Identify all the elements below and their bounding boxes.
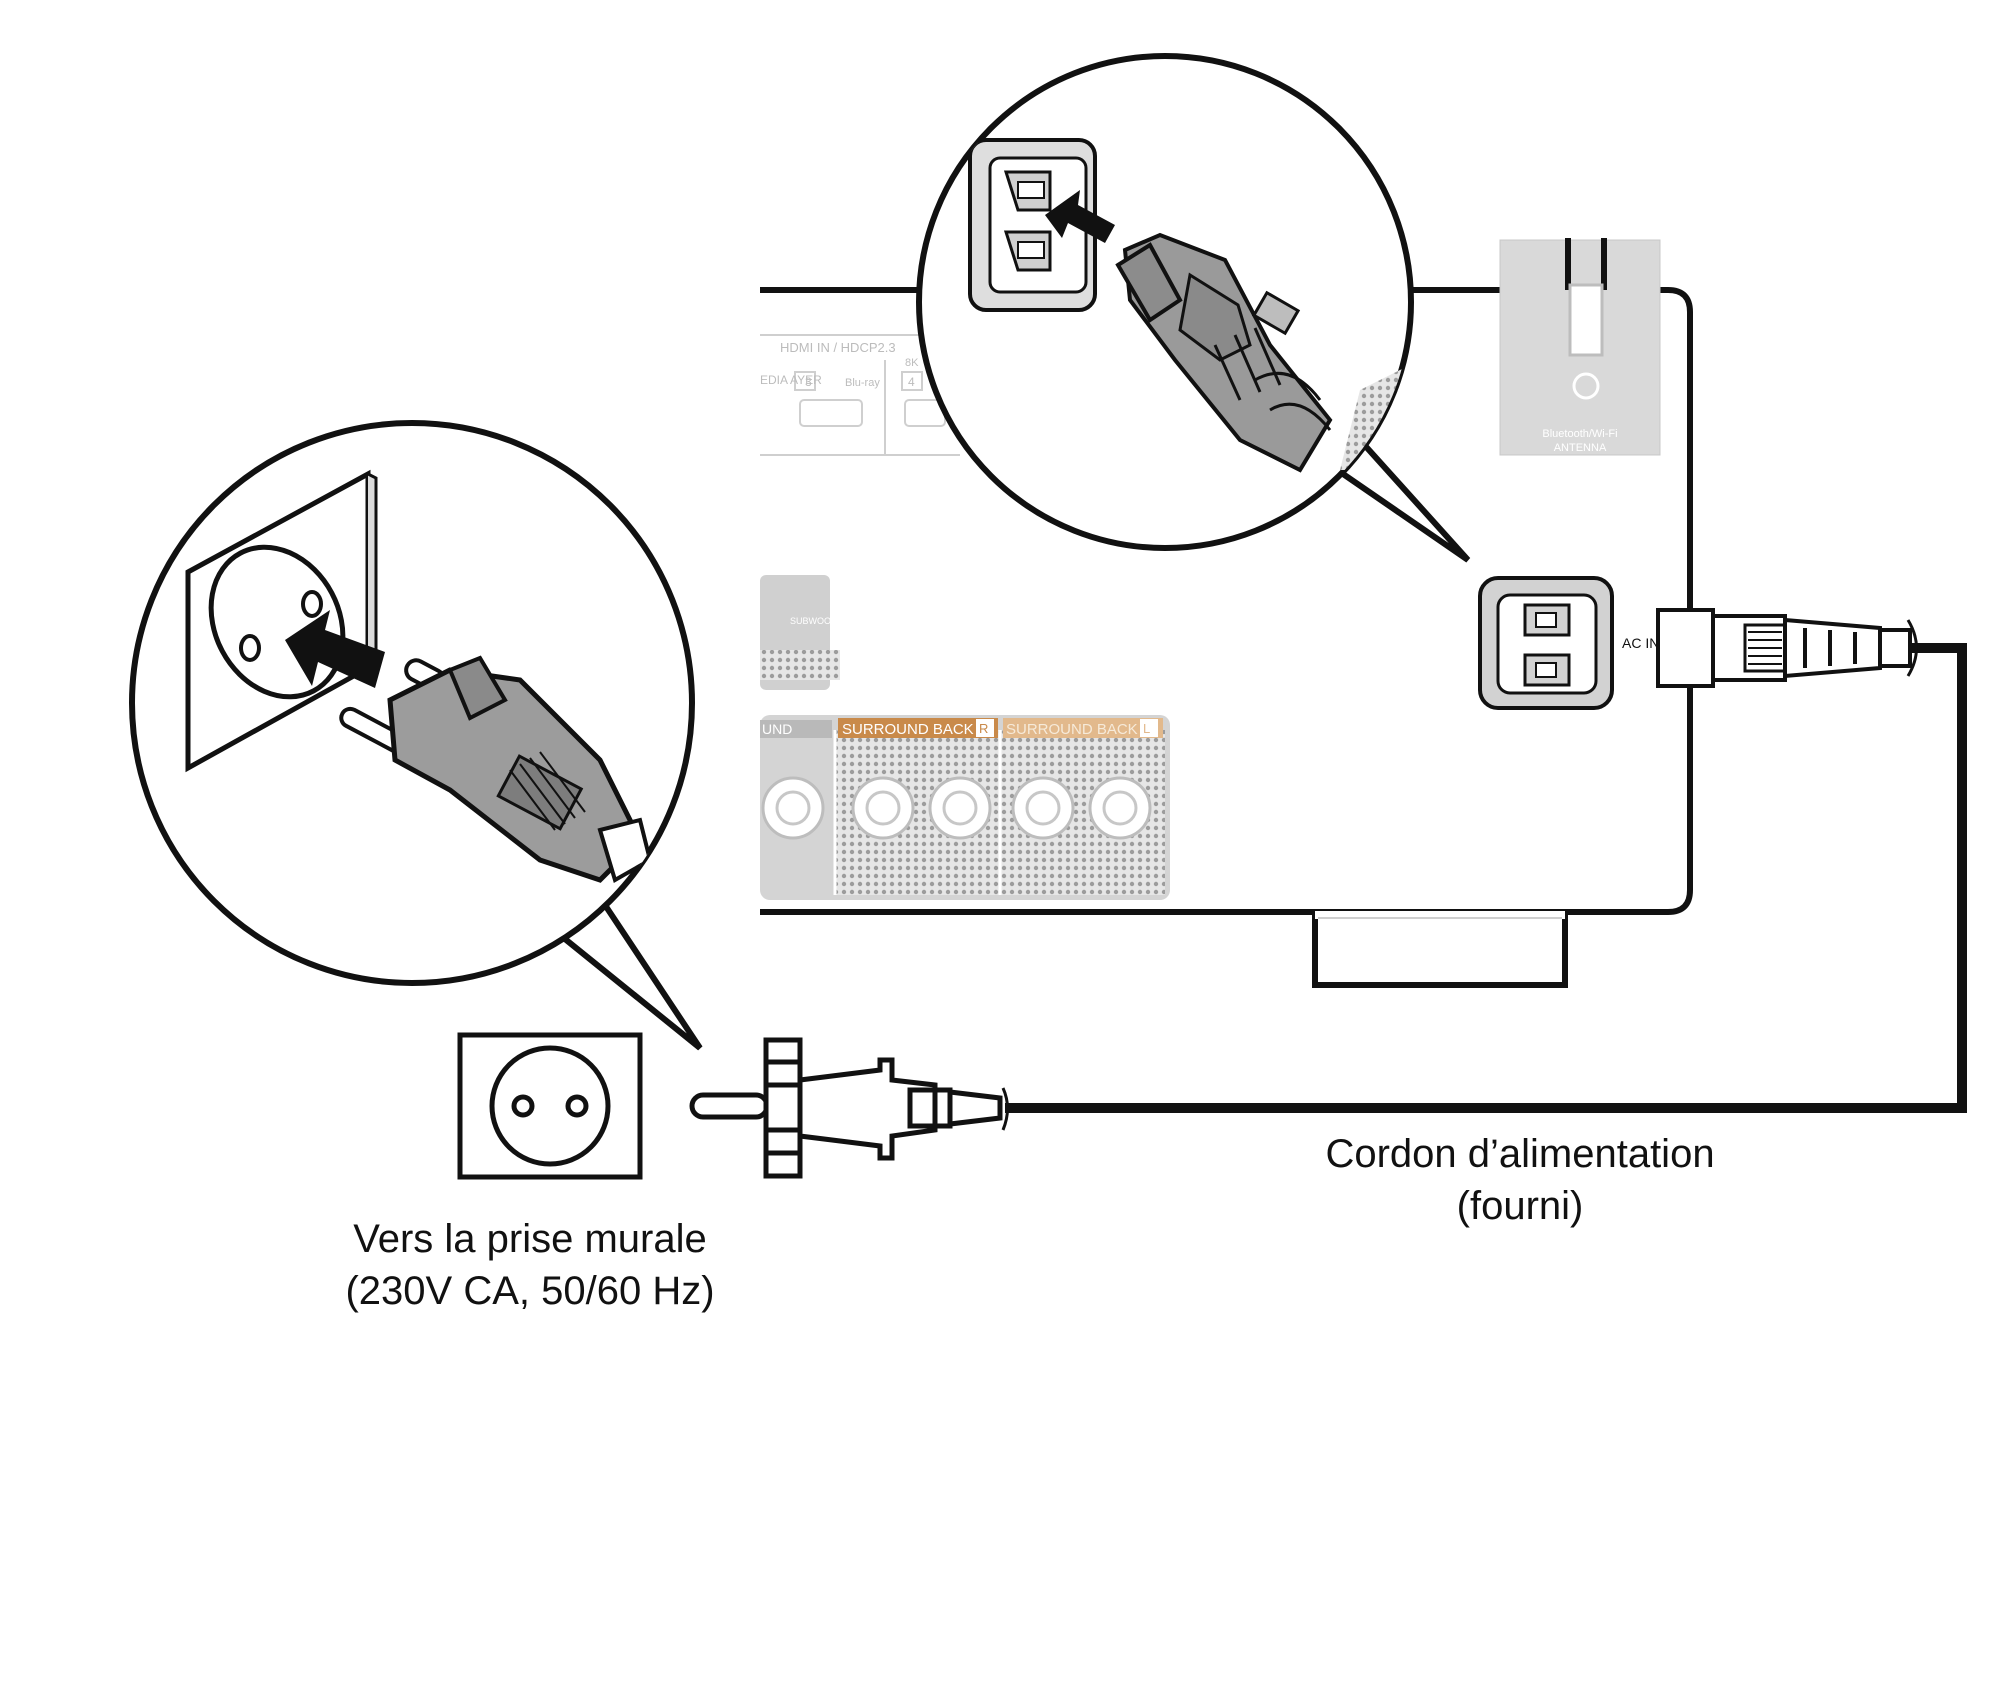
receiver-foot	[1312, 915, 1568, 988]
power-cord-caption-line1: Cordon d’alimentation	[1325, 1132, 1715, 1176]
speaker-post-icon	[851, 776, 915, 840]
hdmi-input-fragment	[760, 334, 960, 456]
speaker-post-icon	[761, 776, 825, 840]
surround-back-r-label: SURROUND BACK	[842, 721, 974, 738]
l-tag: L	[1143, 721, 1150, 736]
speaker-post-icon	[1011, 776, 1075, 840]
wall-outlet-caption-line1: Vers la prise murale	[353, 1217, 707, 1261]
antenna-label-line2: ANTENNA	[1554, 442, 1607, 454]
ac-inlet-zoom-callout	[916, 53, 1471, 563]
media-player-label: EDIA AYER	[760, 373, 822, 387]
bluray-label: Blu-ray	[845, 377, 880, 389]
power-cord	[1005, 643, 1967, 1113]
surround-l-fragment: UND	[762, 721, 792, 737]
ac-in-label: AC IN	[1622, 635, 1659, 651]
speaker-terminal-block: SUBWOOFER 1 UND SURROUND BACK R SURROUND…	[760, 575, 1170, 900]
insert-arrow-icon	[1045, 190, 1115, 243]
receiver-rear-panel: Bluetooth/Wi-Fi ANTENNA HDMI IN / HDCP2.…	[760, 238, 1693, 988]
power-cord-caption: Cordon d’alimentation (fourni)	[1240, 1128, 1800, 1232]
mains-plug-closeup	[339, 655, 653, 883]
hdmi-header-label: HDMI IN / HDCP2.3	[780, 340, 896, 355]
subwoofer-label: SUBWOOFER 1	[790, 616, 857, 626]
antenna-label-line1: Bluetooth/Wi-Fi	[1542, 428, 1617, 440]
iec-plug-closeup	[1115, 232, 1333, 473]
r-tag: R	[979, 721, 988, 736]
wall-outlet-zoom-callout	[129, 420, 703, 1051]
ac-inlet-socket	[1478, 576, 1614, 710]
insert-arrow-icon	[285, 610, 385, 688]
input-4-label: 4	[908, 375, 915, 389]
wall-outlet-icon	[457, 1032, 643, 1180]
speaker-post-icon	[1088, 776, 1152, 840]
hdmi-port-icon	[799, 399, 863, 427]
wall-socket-closeup	[185, 469, 378, 773]
power-cord-caption-line2: (fourni)	[1456, 1184, 1584, 1228]
speaker-post-icon	[928, 776, 992, 840]
wall-outlet-caption-line2: (230V CA, 50/60 Hz)	[345, 1269, 715, 1313]
mains-plug-icon	[689, 1037, 1009, 1179]
ac-inlet-closeup	[968, 138, 1097, 312]
antenna-icon: Bluetooth/Wi-Fi ANTENNA	[1499, 238, 1661, 456]
iec-connector-icon	[1656, 608, 1912, 688]
surround-back-l-label: SURROUND BACK	[1006, 721, 1138, 738]
input-3-label: 3	[805, 375, 812, 389]
8k-label: 8K	[905, 357, 919, 369]
wall-outlet-caption: Vers la prise murale (230V CA, 50/60 Hz)	[270, 1213, 790, 1317]
